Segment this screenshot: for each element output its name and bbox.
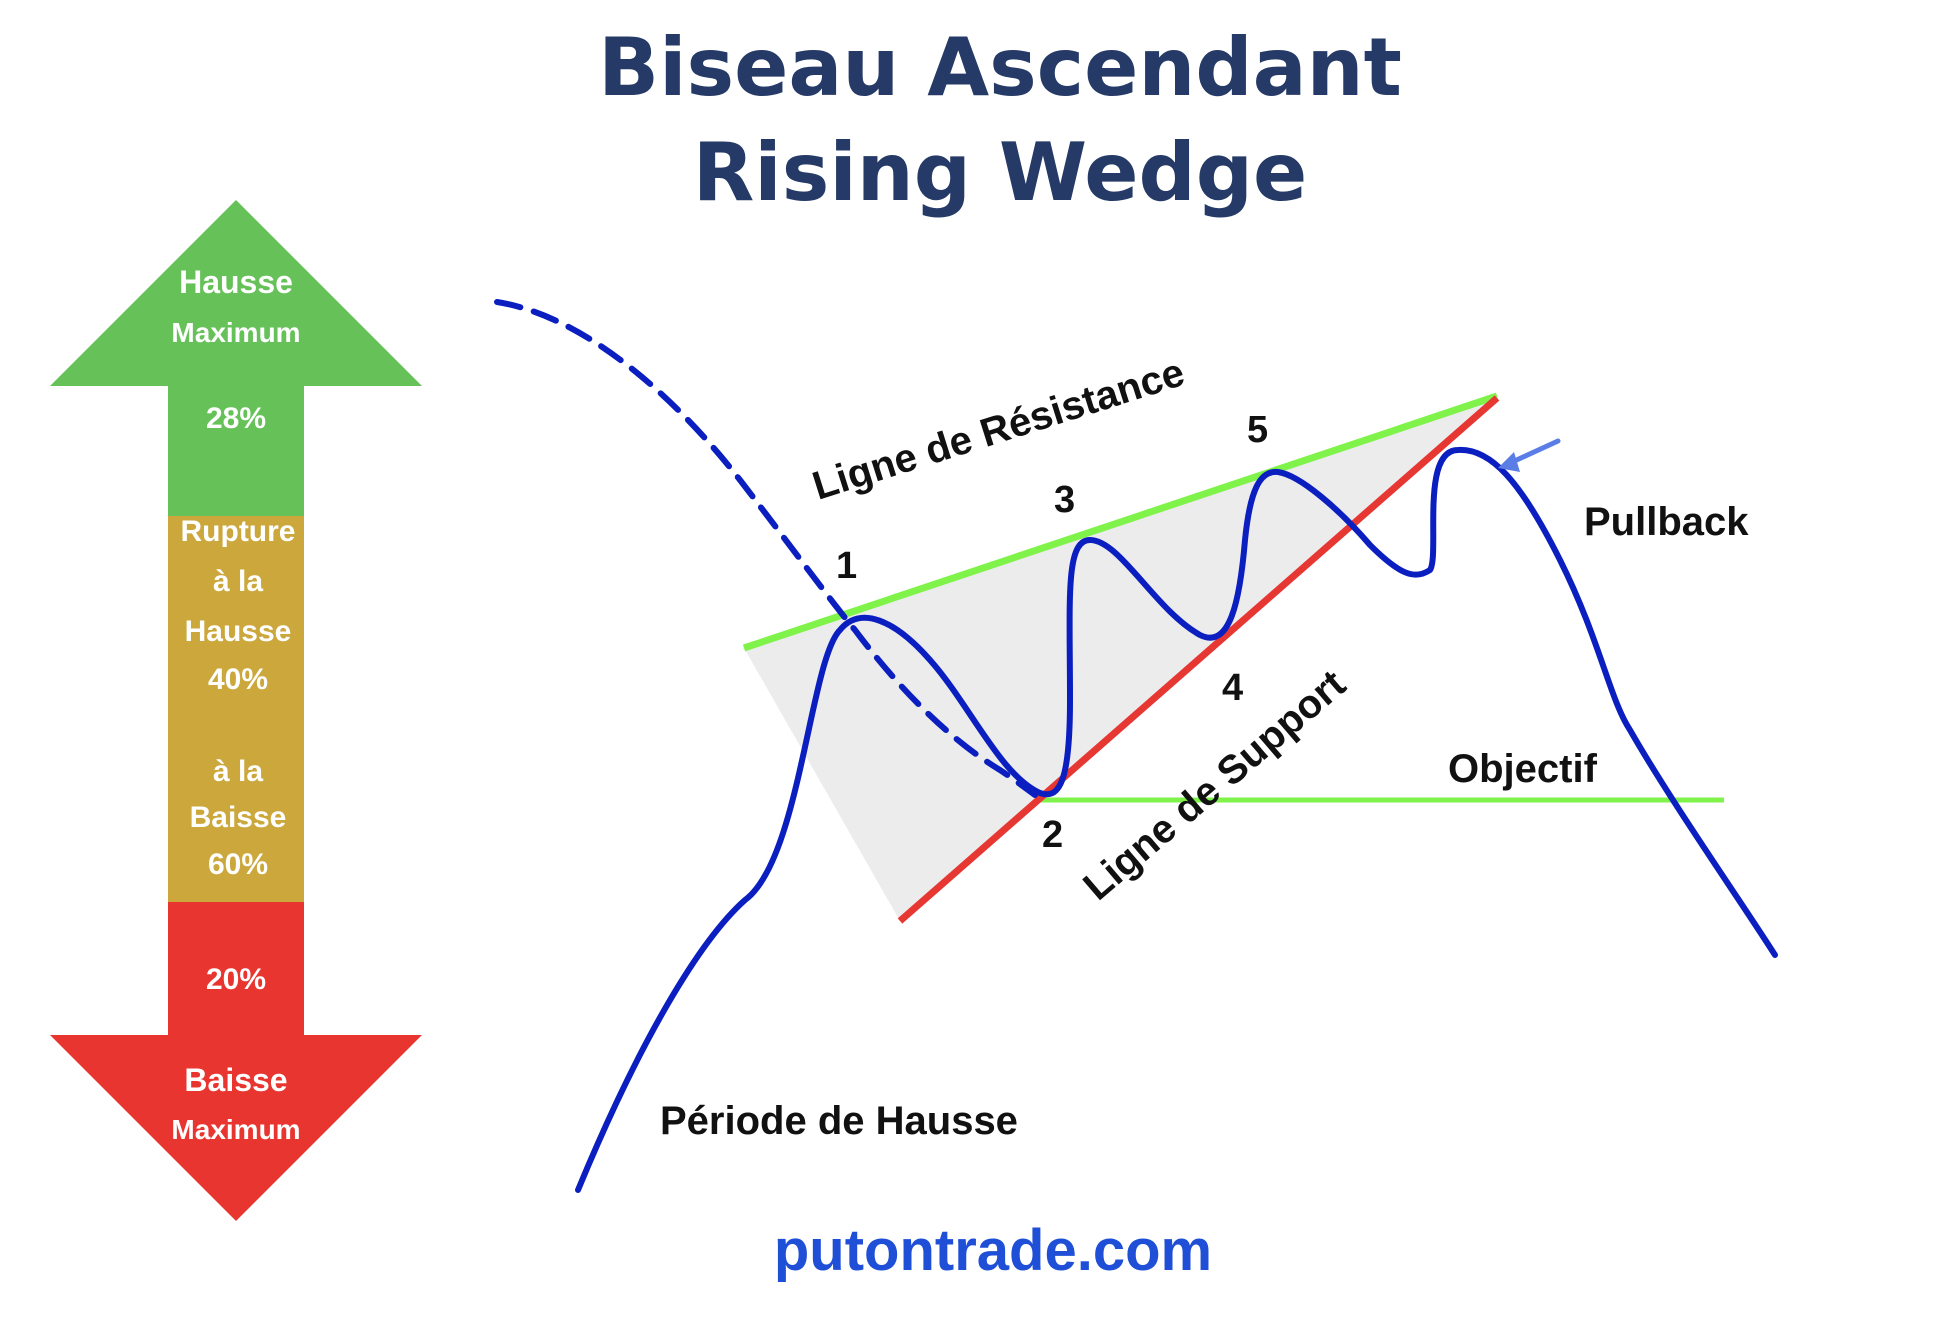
uptrend-label: Période de Hausse [660, 1099, 1018, 1143]
point-label-1: 1 [836, 545, 857, 587]
point-label-5: 5 [1247, 409, 1268, 451]
price-line [575, 446, 1778, 1193]
prior-trend-dashed-line [494, 299, 1038, 798]
arrow-up-percent: 28% [206, 402, 266, 435]
wedge-area [744, 396, 1497, 921]
probability-arrow: Hausse Maximum 28% Rupture à la Hausse 4… [50, 200, 422, 1221]
arrow-up-segment [50, 200, 422, 516]
arrow-mid-label-3: Hausse [185, 615, 292, 648]
point-label-3: 3 [1054, 479, 1075, 521]
arrow-middle-segment [168, 516, 304, 902]
point-label-4: 4 [1222, 667, 1243, 709]
objective-label: Objectif [1448, 747, 1598, 791]
pullback-label: Pullback [1584, 500, 1749, 544]
pullback-arrow-icon [1498, 438, 1561, 472]
arrow-up-label-1: Hausse [179, 264, 293, 300]
arrow-mid-percent-down: 60% [208, 848, 268, 881]
website-link[interactable]: putontrade.com [774, 1218, 1212, 1283]
arrow-mid-label-4: à la [213, 755, 263, 788]
title-line-1: Biseau Ascendant [598, 21, 1402, 114]
arrow-mid-label-5: Baisse [190, 801, 287, 834]
arrow-down-segment [50, 902, 422, 1221]
arrow-down-label-1: Baisse [184, 1062, 287, 1098]
title-line-2: Rising Wedge [693, 126, 1308, 219]
arrow-down-label-2: Maximum [171, 1114, 300, 1145]
arrow-mid-percent-up: 40% [208, 663, 268, 696]
arrow-up-label-2: Maximum [171, 317, 300, 348]
arrow-mid-label-2: à la [213, 565, 263, 598]
arrow-mid-label-1: Rupture [181, 515, 296, 548]
point-label-2: 2 [1042, 814, 1063, 856]
support-line [897, 395, 1500, 924]
resistance-label: Ligne de Résistance [807, 350, 1189, 508]
resistance-line [742, 392, 1499, 652]
arrow-down-percent: 20% [206, 963, 266, 996]
